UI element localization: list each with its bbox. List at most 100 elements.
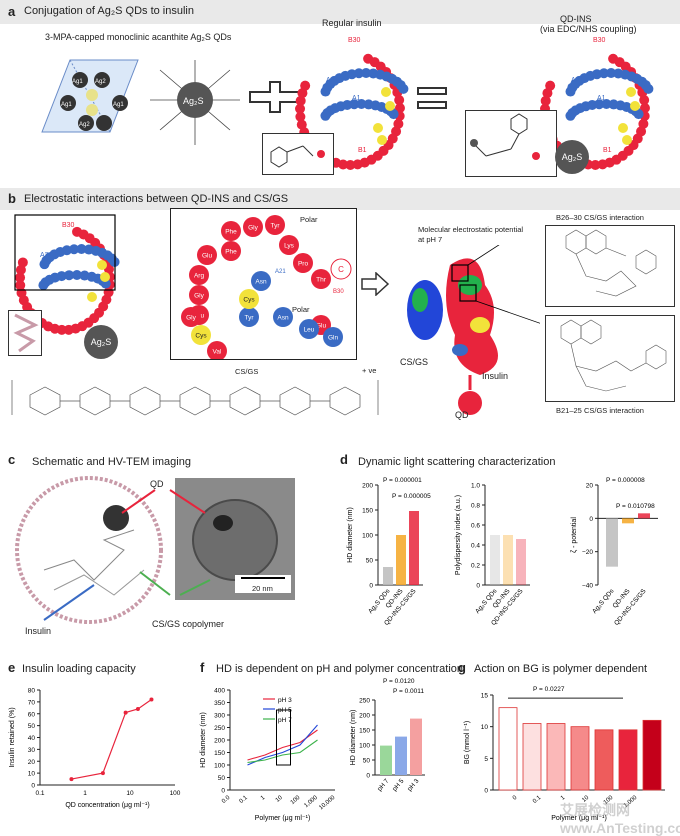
y-tick-label: 0	[476, 583, 480, 590]
panel-d-label: d	[340, 452, 348, 467]
hd-bar	[409, 511, 419, 585]
chain-bead	[295, 95, 306, 106]
chain-bead	[15, 280, 26, 291]
residue-bead	[239, 289, 259, 309]
b1-text-b: B1	[88, 318, 97, 325]
pos-charge-label: + ve	[362, 366, 377, 375]
panel-a-graphics: Ag1 Ag2 Ag1 Ag1 Ag2 Ag₂S	[41, 59, 447, 145]
residue-label: Glu	[202, 253, 213, 260]
x-tick-label: 0.1	[35, 790, 44, 797]
panel-a-label: a	[8, 4, 16, 19]
chain-bead	[361, 68, 372, 79]
bg-bar	[546, 723, 566, 791]
x-tick-label: 100	[290, 795, 302, 806]
a21-text-b: A21	[40, 252, 53, 259]
residue-bead	[239, 307, 259, 327]
electrostatic-surface	[407, 245, 540, 415]
x-tick-label: 100	[603, 795, 615, 806]
tem-image	[175, 478, 295, 600]
y-tick-label: 100	[362, 533, 373, 540]
c-term-text: C	[338, 265, 344, 274]
x-tick-label: 1	[83, 790, 87, 797]
residue-bead	[221, 221, 241, 241]
loading-point	[123, 710, 128, 715]
loading-line	[71, 699, 152, 780]
residue-chain: PheGlyTyrPheLysGluProThrArgGlyGluAsnTyrG…	[181, 215, 352, 361]
y-tick-label: 250	[359, 698, 370, 705]
disulfide-bead	[630, 101, 640, 111]
disulfide-bead	[381, 87, 391, 97]
y-axis-label: HD diameter (nm)	[200, 712, 207, 768]
panel-c-label: c	[8, 452, 16, 467]
loading-point	[69, 777, 74, 782]
disulfide-bead	[622, 135, 632, 145]
csgs-polymer-label: CS/GS	[235, 367, 259, 376]
residue-bead	[265, 215, 285, 235]
panel-b-qd: Ag₂S	[84, 325, 118, 359]
panel-e-label: e	[8, 660, 16, 675]
zeta-bar	[622, 518, 634, 524]
residue-label: Cys	[243, 297, 255, 304]
x-tick-label: 10	[581, 795, 590, 804]
y-tick-label: 1.0	[471, 483, 480, 490]
chain-bead	[295, 111, 306, 122]
scale-bar-label: 20 nm	[252, 584, 273, 593]
panel-f-title: HD is dependent on pH and polymer concen…	[216, 663, 464, 675]
y-tick-label: 300	[214, 713, 225, 720]
y-tick-label: 0.2	[471, 563, 480, 570]
bg-bar	[498, 707, 518, 791]
a1-text: A1	[352, 95, 361, 102]
residue-label: Phe	[225, 249, 237, 256]
chain-bead	[76, 244, 87, 255]
chain-bead	[601, 99, 612, 110]
chain-bead	[394, 95, 405, 106]
y-axis-label: Insulin retained (%)	[9, 707, 16, 767]
ph-series-line	[247, 739, 318, 764]
panel-g-title: Action on BG is polymer dependent	[474, 663, 648, 675]
residue-bead	[251, 271, 271, 291]
ag1-text-1: Ag1	[72, 79, 83, 85]
y-tick-label: 5	[484, 756, 488, 763]
bg-bar	[594, 729, 614, 791]
residue-label: Thr	[316, 277, 327, 284]
qd-surface-label: QD	[455, 410, 469, 420]
x-axis-label: Polymer (μg ml⁻¹)	[551, 815, 607, 822]
f-p2: P = 0.0011	[393, 688, 424, 695]
chain-bead	[63, 324, 74, 335]
hd-p2: P = 0.000005	[392, 493, 431, 500]
x-category-label: pH 5	[391, 777, 405, 792]
qd-caption: 3-MPA-capped monoclinic acanthite Ag₂S Q…	[45, 32, 232, 42]
chain-bead	[56, 271, 67, 282]
a21-text: A21	[326, 77, 339, 84]
chain-bead	[393, 118, 404, 129]
b30-text: B30	[348, 37, 361, 44]
chain-bead	[597, 159, 608, 170]
y-tick-label: 50	[363, 758, 371, 765]
residue-bead	[323, 327, 343, 347]
y-tick-label: 100	[214, 763, 225, 770]
hd-bar	[396, 535, 406, 585]
x-tick-label: 10	[275, 795, 284, 804]
panel-d-title: Dynamic light scattering characterizatio…	[358, 456, 556, 468]
residue-bead	[181, 307, 201, 327]
y-tick-label: 200	[362, 483, 373, 490]
polymer-inset	[8, 310, 42, 356]
residue-label: Glu	[316, 323, 327, 330]
residue-bead	[299, 319, 319, 339]
regular-insulin-label: Regular insulin	[322, 18, 382, 28]
chain-bead	[594, 99, 605, 110]
qd-sphere	[177, 82, 213, 118]
y-tick-label: 400	[214, 688, 225, 695]
chain-bead	[638, 118, 649, 129]
y-tick-label: 100	[359, 743, 370, 750]
qd-label-c: QD	[150, 479, 164, 489]
f-p1: P = 0.0120	[383, 678, 415, 685]
y-tick-label: 150	[362, 508, 373, 515]
loading-point	[100, 771, 105, 776]
panel-g-label: g	[458, 660, 466, 675]
panel-c-title: Schematic and HV-TEM imaging	[32, 456, 191, 468]
x-tick-label: 10,000	[318, 795, 336, 812]
x-tick-label: 1	[260, 795, 267, 802]
zoom-region-box	[14, 214, 116, 291]
